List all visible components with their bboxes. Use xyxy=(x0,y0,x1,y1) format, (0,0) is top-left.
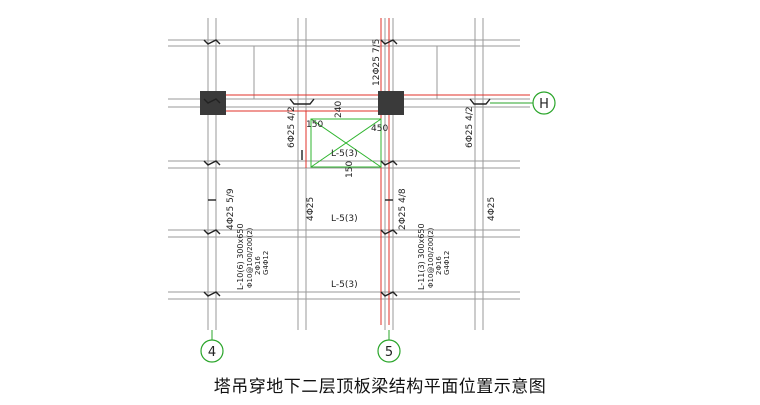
beam-l11-line2: Φ10@100/200(2) xyxy=(427,227,435,288)
crane-opening xyxy=(310,118,382,168)
beam-l10-line1: L-10(6) 300x650 xyxy=(236,223,245,290)
label-beam-l5-c: L-5(3) xyxy=(331,280,358,290)
column-right xyxy=(378,91,404,115)
axis-lines xyxy=(212,18,530,325)
label-rebar-4-25-right: 4Φ25 xyxy=(487,197,497,221)
column-left xyxy=(200,91,226,115)
label-rebar-4-25-59: 4Φ25 5/9 xyxy=(226,188,236,230)
beam-grid xyxy=(168,18,530,330)
label-dim-150-bottom: 150 xyxy=(345,161,355,178)
beam-l10-line3: 2Φ16 xyxy=(254,256,262,275)
beam-l10-annotation: L-10(6) 300x650 Φ10@100/200(2) 2Φ16 G4Φ1… xyxy=(236,223,270,290)
label-dim-150-left: 150 xyxy=(306,120,323,130)
beam-l11-line1: L-11(3) 300x650 xyxy=(417,223,426,290)
axis-bubble-4: 4 xyxy=(200,339,224,363)
label-top-rebar: 12Φ25 7/5 xyxy=(372,39,382,86)
svg-text:5: 5 xyxy=(385,345,393,360)
beam-l11-line3: 2Φ16 xyxy=(435,256,443,275)
figure-caption: 塔吊穿地下二层顶板梁结构平面位置示意图 xyxy=(213,377,547,397)
label-beam-l5-b: L-5(3) xyxy=(331,214,358,224)
label-left-rebar: 6Φ25 4/2 xyxy=(287,106,297,148)
label-right-rebar: 6Φ25 4/2 xyxy=(465,106,475,148)
svg-text:H: H xyxy=(539,97,549,112)
axis-bubble-5: 5 xyxy=(377,339,401,363)
beam-l11-line4: G4Φ12 xyxy=(443,251,451,275)
beam-l11-annotation: L-11(3) 300x650 Φ10@100/200(2) 2Φ16 G4Φ1… xyxy=(417,223,451,290)
beam-l10-line2: Φ10@100/200(2) xyxy=(246,227,254,288)
label-dim-240: 240 xyxy=(334,101,344,118)
label-rebar-2-25-48: 2Φ25 4/8 xyxy=(398,188,408,230)
rebar-hooks xyxy=(203,39,491,297)
label-rebar-4-25-mid: 4Φ25 xyxy=(306,197,316,221)
svg-text:4: 4 xyxy=(208,345,216,360)
beam-l10-line4: G4Φ12 xyxy=(262,251,270,275)
axis-bubble-h: H xyxy=(532,91,556,115)
label-dim-450: 450 xyxy=(371,124,388,134)
label-beam-l5-a: L-5(3) xyxy=(331,149,358,159)
